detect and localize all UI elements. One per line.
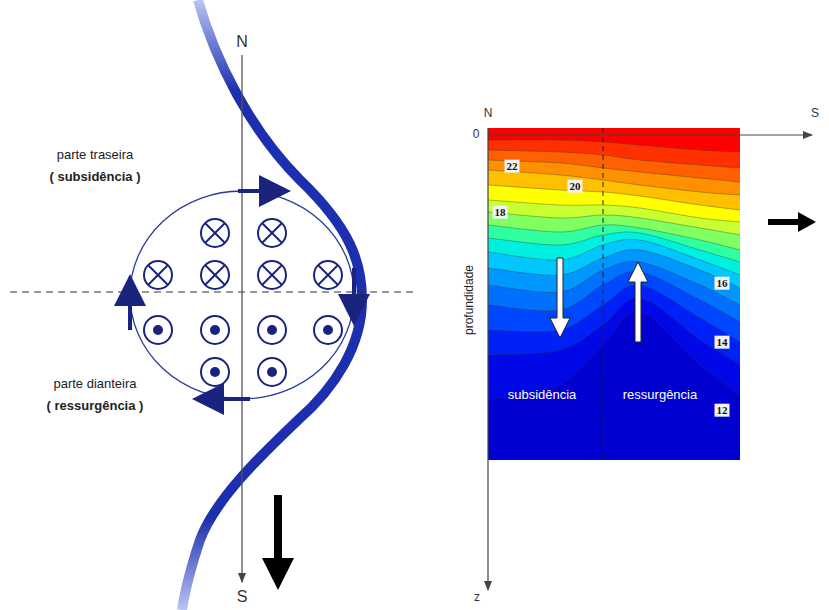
temperature-band [488,225,740,460]
temperature-band [488,232,740,460]
temperature-band [488,150,740,460]
downwelling-arrow [550,258,570,338]
section-center-line [603,128,604,460]
isotherm [488,225,740,250]
temperature-section [488,128,740,460]
isotherm [488,150,740,168]
axis-label: S [237,588,248,606]
isotherm [488,200,740,222]
process-label: subsidência [508,388,577,403]
horizontal-axis [488,134,812,135]
propagation-arrow [768,212,816,232]
temperature-band [488,312,740,460]
temperature-band [488,140,740,460]
axis-title: profundidade [463,265,477,335]
temperature-band [488,261,740,460]
propagation-arrow [262,495,294,590]
region-label: ( ressurgência ) [47,399,144,414]
axis-label: N [484,107,493,121]
isotherm [488,212,740,235]
region-label: parte traseira [57,148,134,163]
flow-arrow [238,189,275,193]
isotherm [488,160,740,182]
isotherm-value: 22 [505,160,520,173]
depth-axis [487,128,488,590]
temperature-band [488,200,740,460]
isotherm [488,170,740,195]
axis-label: S [811,107,819,121]
isotherm [488,285,740,342]
isotherm [488,185,740,210]
region-label: parte dianteira [53,377,136,392]
isotherm-value: 18 [493,206,508,219]
out-of-page-symbols [144,316,342,386]
process-label: ressurgência [623,388,697,403]
flow-arrow [352,268,356,310]
isotherm [488,250,740,288]
wave-trough [182,0,362,610]
isotherm [488,239,740,275]
isotherm-value: 12 [715,404,730,417]
eddy-outline [130,191,354,399]
axis-label: z [474,591,480,605]
north-south-axis [241,55,242,582]
temperature-band [488,285,740,460]
isotherm-value: 16 [715,277,730,290]
flow-arrow [128,290,132,330]
isotherm [488,140,740,152]
temperature-band [488,239,740,460]
temperature-band [488,185,740,460]
isotherm-value: 20 [568,180,583,193]
temperature-band [488,170,740,460]
temperature-band [488,272,740,460]
temperature-band [488,128,740,460]
temperature-band [488,298,740,460]
into-page-symbols [144,219,342,289]
flow-arrow [208,397,250,401]
temperature-band [488,160,740,460]
axis-label: N [236,33,248,51]
axis-label: 0 [473,128,480,142]
upwelling-arrow [628,262,648,342]
region-label: ( subsidência ) [49,170,140,185]
isotherm [488,261,740,305]
temperature-band [488,250,740,460]
isotherm-value: 14 [715,336,730,349]
temperature-band [488,212,740,460]
